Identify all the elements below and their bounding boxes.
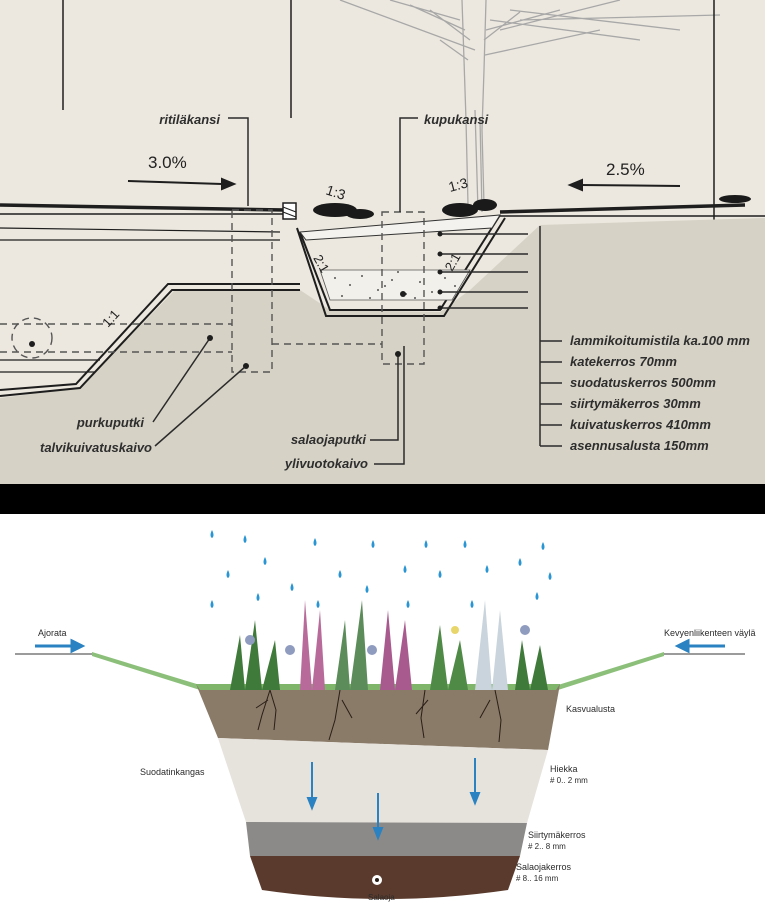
grass-band — [196, 684, 560, 690]
grade-right: 2.5% — [606, 160, 645, 179]
vegetation — [313, 195, 751, 219]
slope-right-top: 1:3 — [447, 174, 470, 195]
label-ylivuotokaivo: ylivuotokaivo — [284, 456, 368, 471]
layer-label-2: suodatuskerros 500mm — [570, 375, 716, 390]
layer-growing — [196, 684, 560, 750]
plant-roots — [255, 689, 502, 743]
excavation-outline — [0, 214, 506, 397]
label-drainage: Salaojakerros — [516, 862, 572, 872]
layer-label-5: asennusalusta 150mm — [570, 438, 709, 453]
label-transition: Siirtymäkerros — [528, 830, 586, 840]
callout-dots — [207, 335, 401, 369]
well-dot — [29, 341, 35, 347]
plants — [230, 600, 548, 690]
grate — [282, 202, 297, 220]
slope-left-top: 1:3 — [324, 182, 348, 203]
label-sand: Hiekka — [550, 764, 578, 774]
grade-arrows — [127, 177, 681, 192]
tree — [339, 0, 721, 213]
ground-soil — [0, 218, 765, 484]
basin-mulch — [299, 214, 501, 241]
label-growing: Kasvualusta — [566, 704, 615, 714]
label-drainage-grain: # 8.. 16 mm — [516, 874, 559, 883]
layer-label-3: siirtymäkerros 30mm — [570, 396, 701, 411]
rain-drops — [210, 530, 552, 608]
grade-left: 3.0% — [148, 153, 187, 172]
layer-leaders — [440, 226, 562, 447]
label-drain: Salaoja — [368, 893, 395, 902]
label-path: Kevyenliikenteen väylä — [664, 628, 756, 638]
grass-slope-left — [92, 652, 200, 690]
cross-section-diagram: 3.0% 2.5% 1:3 1:3 2:1 2:1 1:1 ritiläkans… — [0, 0, 765, 484]
label-fabric: Suodatinkangas — [140, 767, 205, 777]
label-transition-grain: # 2.. 8 mm — [528, 842, 566, 851]
separator-band — [0, 484, 765, 514]
grass-slope-right — [558, 652, 664, 690]
label-kupukansi: kupukansi — [424, 112, 489, 127]
infiltration-arrows — [306, 758, 481, 841]
overflow-dot — [400, 291, 406, 297]
layer-dots — [437, 231, 443, 311]
biofilter-illustration: Ajorata Kevyenliikenteen väylä Kasvualus… — [0, 514, 765, 921]
layer-label-4: kuivatuskerros 410mm — [570, 417, 711, 432]
layer-sand — [218, 738, 548, 823]
layer-label-0: lammikoitumistila ka.100 mm — [570, 333, 750, 348]
label-salaojaputki: salaojaputki — [291, 432, 367, 447]
runoff-arrows — [35, 638, 725, 654]
pavement-lines — [0, 203, 765, 241]
layer-label-1: katekerros 70mm — [570, 354, 677, 369]
layer-drainage — [250, 856, 520, 899]
label-ritilakansi: ritiläkansi — [159, 112, 220, 127]
label-road: Ajorata — [38, 628, 67, 638]
wells-and-pipes — [0, 209, 425, 373]
layer-transition — [246, 822, 527, 856]
label-purkuputki: purkuputki — [76, 415, 145, 430]
label-talvikuivatuskaivo: talvikuivatuskaivo — [40, 440, 152, 455]
callout-leaders — [152, 117, 418, 465]
label-sand-grain: # 0.. 2 mm — [550, 776, 588, 785]
